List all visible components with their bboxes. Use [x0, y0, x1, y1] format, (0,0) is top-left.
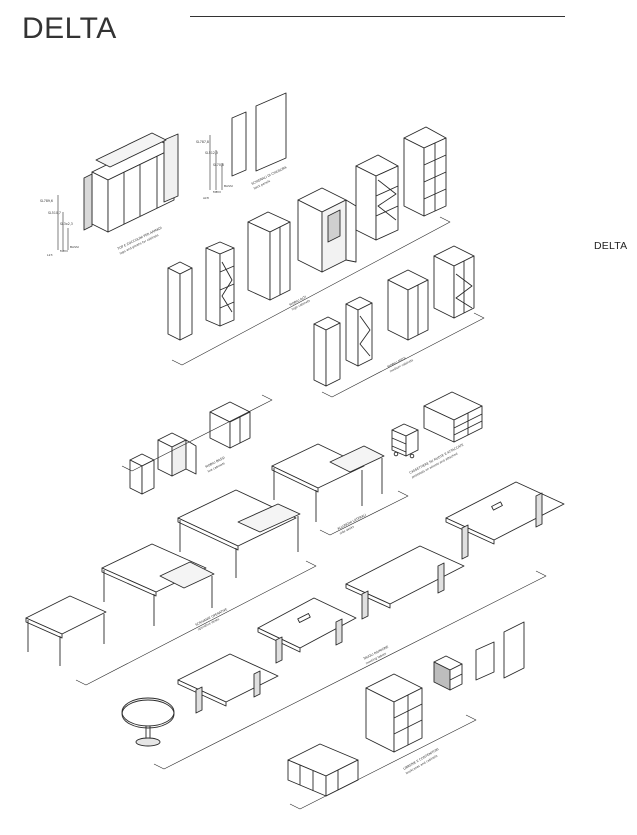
- height-label: SL789,6: [40, 199, 53, 203]
- svg-text:side desks: side desks: [339, 524, 355, 535]
- meeting-table-row: [177, 481, 565, 714]
- side-desk: [271, 443, 385, 522]
- height-label: SL787,8: [196, 140, 209, 144]
- group-label-side: ALLUNGHI LATERALI side desks: [337, 513, 367, 535]
- height-label: SL3x2,3: [60, 222, 73, 226]
- height-label: L23: [47, 253, 53, 257]
- height-label: BASSI: [70, 245, 79, 249]
- height-markers-left: SL789,6 SL510,7 SL3x2,3 L23 MEDI BASSI: [40, 195, 79, 257]
- round-table: [121, 697, 175, 747]
- medium-cabinet-row: [313, 245, 475, 387]
- group-bracket-tall: [171, 216, 451, 366]
- height-label: SL512,3: [205, 151, 218, 155]
- group-label-meeting: TAVOLI RIUNIONE meeting tables: [362, 645, 389, 666]
- group-label-shelves: LIBRERIE E CONTENITORI bookcases and cab…: [403, 747, 440, 775]
- height-label: SL70,6: [213, 163, 224, 167]
- height-label: ALTI: [203, 196, 209, 200]
- height-label: BASSI: [224, 184, 233, 188]
- title-rule: [190, 16, 565, 17]
- svg-text:MOBILI ALTI: MOBILI ALTI: [289, 295, 307, 307]
- group-label-tall: MOBILI ALTI high cabinets: [289, 295, 311, 311]
- height-label: MEDI: [60, 249, 68, 253]
- group-bracket-meeting: [153, 570, 547, 770]
- group-label-desks: SCRIVANIE OPERATIVE operative desks: [195, 607, 228, 631]
- side-label: DELTA: [594, 240, 628, 252]
- group-bracket-shelves: [289, 714, 477, 810]
- group-label-low: MOBILI BASSI low cabinets: [205, 456, 226, 474]
- height-label: SL510,7: [48, 211, 61, 215]
- group-label-tops: TOP E ZOCCOLINI PER ARMADI tops and plin…: [116, 226, 163, 256]
- height-markers-mid: SL787,8 SL512,3 SL70,6 ALTI MEDI BASSI: [196, 135, 233, 200]
- group-bracket-low: [121, 394, 273, 472]
- page-title: DELTA: [22, 12, 117, 45]
- low-cabinet-row: [129, 401, 251, 495]
- desk-row: [25, 489, 301, 666]
- shelving-row: [287, 621, 525, 797]
- back-panels: [231, 92, 287, 177]
- svg-text:TOP E ZOCCOLINI PER ARMADI: TOP E ZOCCOLINI PER ARMADI: [116, 226, 163, 252]
- svg-text:back panels: back panels: [253, 179, 271, 191]
- group-bracket-desks: [75, 560, 317, 686]
- group-bracket-medium: [321, 312, 485, 398]
- pedestal-row: [391, 391, 483, 459]
- group-bracket-side: [319, 490, 409, 536]
- tall-cabinet-row: [167, 126, 447, 341]
- wardrobe-block: [83, 132, 179, 233]
- height-label: MEDI: [213, 190, 221, 194]
